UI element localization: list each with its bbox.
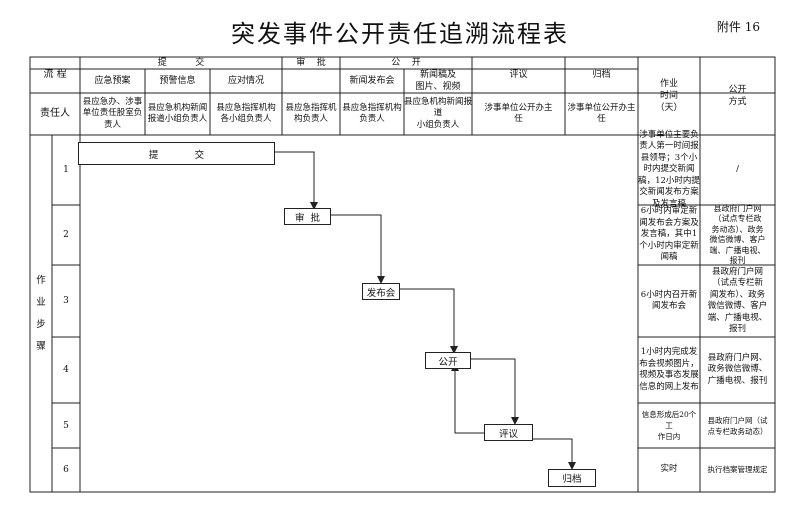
publish-group-header: 公 开 <box>391 58 421 68</box>
flow-publish-box: 公开 <box>425 352 471 369</box>
col-time: 作业 时间 （天） <box>655 79 683 113</box>
resp-warning: 县应急机构新闻 报道小组负责人 <box>147 102 208 125</box>
col-plan: 应急预案 <box>94 76 131 86</box>
step-method: 县政府门户网（试 点专栏政务动态） <box>707 415 768 436</box>
step-method: 县政府门户网、 政务微信微博、 广播电视、报刊 <box>707 352 768 386</box>
step-time: 6小时内审定新 闻发布会方案及 发言稿，其中1 个小时内审定新 闻稿 <box>639 206 699 263</box>
step-number: 4 <box>63 365 69 375</box>
resp-review: 县应急指挥机 构负责人 <box>285 102 337 125</box>
flow-review-box: 审 批 <box>284 208 331 225</box>
step-time: 1小时内完成发 布会视频图片， 视频及事态发展 信息的网上发布 <box>639 347 699 392</box>
step-number: 1 <box>63 165 69 175</box>
flow-archive-box: 归档 <box>548 469 596 487</box>
page-title: 突发事件公开责任追溯流程表 <box>231 20 569 48</box>
submit-group-header: 提 交 <box>157 58 205 68</box>
responsible-header: 责任人 <box>40 108 70 119</box>
step-method: 县政府门户网 （试点专栏新 闻发布）、政务 微信微博、客户 端、广播电视、 报刊 <box>707 266 768 335</box>
col-conference: 新闻发布会 <box>349 76 395 86</box>
step-number: 6 <box>63 465 69 475</box>
resp-plan: 县应急办、涉事 单位责任股室负 责人 <box>82 96 143 130</box>
step-time: 信息形成后20个工 作日内 <box>641 410 697 441</box>
resp-evaluate: 涉事单位公开办主 任 <box>484 102 553 125</box>
resp-response: 县应急指挥机构 各小组负责人 <box>216 102 276 125</box>
resp-conference: 县应急指挥机构 负责人 <box>342 102 402 125</box>
col-method: 公开 方式 <box>728 85 747 107</box>
flow-evaluate-box: 评议 <box>484 424 533 441</box>
step-time: 实时 <box>660 464 678 475</box>
step-method: / <box>736 164 739 175</box>
col-evaluate: 评议 <box>509 70 528 80</box>
resp-press: 县应急机构新闻报道 小组负责人 <box>404 96 473 130</box>
step-time: 6小时内召开新 闻发布会 <box>640 289 698 312</box>
flow-conference-box: 发布会 <box>362 283 400 300</box>
process-header: 流 程 <box>43 69 67 80</box>
col-press: 新闻稿及 图片、视频 <box>415 70 461 92</box>
step-time: 涉事单位主要负 责人第一时间报 县领导；3个小 时内提交新闻 稿，12小时内提 … <box>638 129 700 209</box>
col-warning: 预警信息 <box>159 76 196 86</box>
col-archive: 归档 <box>592 70 611 80</box>
steps-label: 作 业 步 骤 <box>36 275 46 352</box>
col-response: 应对情况 <box>227 76 264 86</box>
flow-submit-box: 提 交 <box>78 142 275 165</box>
attachment-label: 附件 16 <box>716 20 760 34</box>
step-method: 县政府门户网 （试点专栏政 务动态）、政务 微信微博、客户 端、广播电视、 报刊 <box>709 203 766 266</box>
step-number: 3 <box>63 296 69 306</box>
step-number: 5 <box>63 420 69 431</box>
step-number: 2 <box>63 230 69 240</box>
review-group-header: 审 批 <box>296 58 326 68</box>
step-method: 执行档案管理规定 <box>707 465 768 474</box>
resp-archive: 涉事单位公开办主 任 <box>567 102 636 125</box>
